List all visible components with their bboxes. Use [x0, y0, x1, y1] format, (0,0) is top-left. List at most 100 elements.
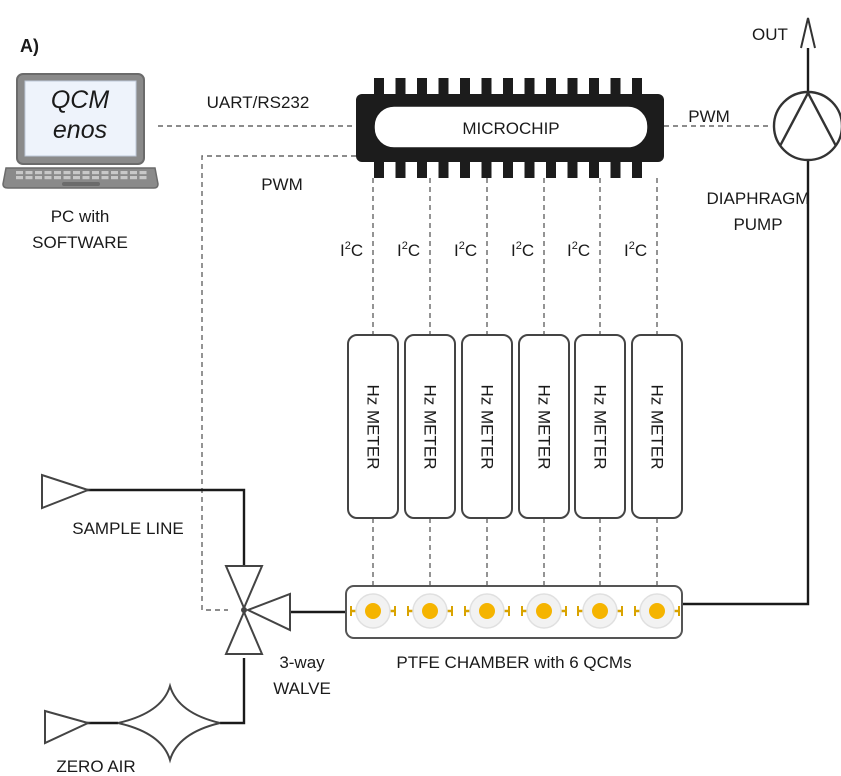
hz-meter-box	[631, 334, 683, 519]
qcm-sensors	[350, 593, 680, 629]
chip-pin-bottom	[503, 158, 513, 178]
hz-meter-box	[404, 334, 456, 519]
valve-label-line1: 3-way	[279, 653, 325, 672]
keyboard-key	[111, 176, 118, 180]
keyboard-key	[139, 171, 147, 175]
keyboard-key	[63, 176, 71, 180]
ptfe-chamber	[345, 585, 683, 639]
out-label: OUT	[752, 25, 788, 44]
chip-pin-bottom	[524, 158, 535, 178]
pump-label-line1: DIAPHRAGM	[707, 189, 810, 208]
sample-line-label: SAMPLE LINE	[72, 519, 184, 538]
i2c-label: I2C	[340, 240, 363, 260]
keyboard-key	[92, 171, 99, 175]
laptop-icon	[2, 73, 159, 189]
pwm-left-label: PWM	[261, 175, 303, 194]
keyboard-key	[54, 176, 61, 180]
chip-pin-bottom	[460, 158, 470, 178]
i2c-label-bg	[623, 238, 655, 262]
keyboard-key	[16, 176, 23, 180]
keyboard-key	[44, 176, 52, 180]
software-name-line1: QCM	[51, 86, 110, 114]
qcm-crystal-icon	[649, 603, 665, 619]
chip-pin-top	[374, 78, 384, 98]
chip-pin-top	[632, 78, 642, 98]
keyboard-key	[120, 171, 128, 175]
keyboard-key	[35, 176, 42, 180]
keyboard-key	[44, 171, 52, 175]
i2c-label-bg	[510, 238, 542, 262]
hz-meter-box	[461, 334, 513, 519]
hz-meter-label: Hz METER	[535, 385, 554, 470]
software-name-line2: enos	[53, 116, 107, 144]
keyboard-key	[139, 176, 147, 180]
pc-label-line1: PC with	[51, 207, 110, 226]
chip-pin-bottom	[395, 158, 406, 178]
chip-pin-bottom	[632, 158, 642, 178]
chip-pin-bottom	[589, 158, 599, 178]
qcm-crystal-icon	[422, 603, 438, 619]
valve-label-line2: WALVE	[273, 679, 331, 698]
chip-pin-bottom	[374, 158, 384, 178]
chip-pin-top	[481, 78, 492, 98]
panel-label: A)	[20, 36, 39, 56]
chip-pin-top	[438, 78, 449, 98]
i2c-label: I2C	[511, 240, 534, 260]
chip-pin-bottom	[438, 158, 449, 178]
keyboard-key	[120, 176, 128, 180]
chip-pin-bottom	[546, 158, 556, 178]
sample-line-pipe	[86, 488, 246, 566]
chip-pin-bottom	[481, 158, 492, 178]
chip-pin-bottom	[610, 158, 621, 178]
hz-meter-box	[518, 334, 570, 519]
i2c-label: I2C	[454, 240, 477, 260]
qcm-crystal-icon	[592, 603, 608, 619]
microchip-pins	[374, 78, 642, 178]
pc-label-line2: SOFTWARE	[32, 233, 128, 252]
i2c-label-bg	[339, 238, 371, 262]
i2c-label: I2C	[397, 240, 420, 260]
hz-meter-label: Hz METER	[591, 385, 610, 470]
keyboard-key	[35, 171, 42, 175]
chip-pin-top	[546, 78, 556, 98]
chip-pin-top	[610, 78, 621, 98]
hz-meter-box	[347, 334, 399, 519]
diaphragm-pump-icon	[772, 90, 841, 162]
keyboard-key	[130, 176, 137, 180]
chip-pin-bottom	[417, 158, 427, 178]
keyboard-key	[73, 171, 80, 175]
keyboard-key	[101, 176, 109, 180]
pwm-right-label: PWM	[688, 107, 730, 126]
keyboard-key	[25, 176, 33, 180]
i2c-label: I2C	[567, 240, 590, 260]
chip-pin-top	[417, 78, 427, 98]
i2c-label-bg	[396, 238, 428, 262]
out-arrow-icon	[800, 17, 816, 49]
i2c-label-bg	[453, 238, 485, 262]
keyboard-key	[101, 171, 109, 175]
keyboard-key	[63, 171, 71, 175]
sample-inlet-icon	[41, 473, 91, 510]
pump-label-line2: PUMP	[733, 215, 782, 234]
keyboard-key	[82, 176, 90, 180]
chip-pin-top	[567, 78, 578, 98]
keyboard-key	[25, 171, 33, 175]
keyboard-key	[82, 171, 90, 175]
hz-meter-label: Hz METER	[478, 385, 497, 470]
chamber-label: PTFE CHAMBER with 6 QCMs	[396, 653, 631, 672]
keyboard-keys	[16, 171, 147, 180]
zero-air-pipe-b	[220, 658, 246, 725]
qcm-crystal-icon	[479, 603, 495, 619]
chip-pin-top	[395, 78, 406, 98]
keyboard-key	[73, 176, 80, 180]
keyboard-key	[54, 171, 61, 175]
hz-meter-label: Hz METER	[421, 385, 440, 470]
chip-pin-top	[589, 78, 599, 98]
zero-air-filter-icon	[117, 682, 221, 764]
i2c-label-bg	[566, 238, 598, 262]
qcm-crystal-icon	[365, 603, 381, 619]
pwm-valve-connection	[201, 155, 356, 611]
